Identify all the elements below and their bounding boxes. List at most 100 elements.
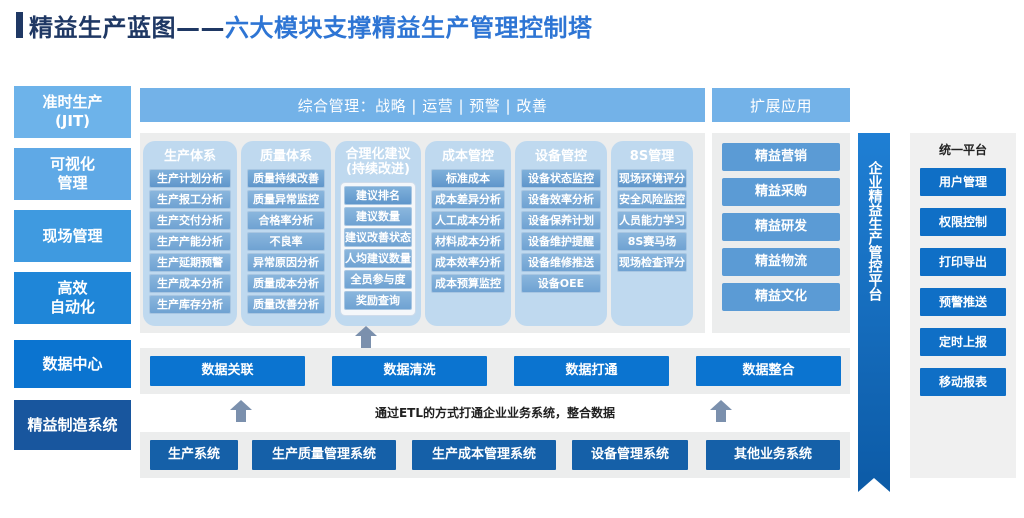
module-item[interactable]: 全员参与度 xyxy=(344,269,412,289)
extended-application-header: 扩展应用 xyxy=(712,88,850,122)
module-item[interactable]: 设备维修推送 xyxy=(521,252,601,272)
module-item[interactable]: 人员能力学习 xyxy=(617,210,687,230)
module-item[interactable]: 建议改善状态 xyxy=(344,227,412,247)
sidebar: 准时生产(JIT) 可视化管理现场管理高效自动化数据中心精益制造系统 xyxy=(14,86,131,460)
extended-application-list: 精益营销精益采购精益研发精益物流精益文化 xyxy=(712,133,850,311)
module-item-list: 质量持续改善质量异常监控合格率分析不良率异常原因分析质量成本分析质量改善分析 xyxy=(241,168,331,314)
module-columns: 生产体系生产计划分析生产报工分析生产交付分析生产产能分析生产延期预警生产成本分析… xyxy=(140,133,705,333)
extended-applications-panel: 精益营销精益采购精益研发精益物流精益文化 xyxy=(712,133,850,333)
business-system-item[interactable]: 设备管理系统 xyxy=(572,440,688,470)
module-item[interactable]: 设备OEE xyxy=(521,273,601,293)
module-item[interactable]: 成本预算监控 xyxy=(431,273,505,293)
module-item[interactable]: 不良率 xyxy=(247,231,325,251)
extended-application-item[interactable]: 精益研发 xyxy=(722,213,840,241)
sidebar-item[interactable]: 准时生产(JIT) xyxy=(14,86,131,138)
page-title-secondary: 六大模块支撑精益生产管理控制塔 xyxy=(225,13,593,42)
module-item[interactable]: 人工成本分析 xyxy=(431,210,505,230)
module-title: 质量体系 xyxy=(259,149,312,164)
module-item[interactable]: 设备效率分析 xyxy=(521,189,601,209)
unified-platform-panel: 统一平台 用户管理权限控制打印导出预警推送定时上报移动报表 xyxy=(910,133,1016,478)
module-item-list: 设备状态监控设备效率分析设备保养计划设备维护提醒设备维修推送设备OEE xyxy=(515,168,607,293)
module-item-list: 标准成本成本差异分析人工成本分析材料成本分析成本效率分析成本预算监控 xyxy=(425,168,511,293)
unified-platform-item[interactable]: 定时上报 xyxy=(920,328,1006,356)
module-item[interactable]: 成本差异分析 xyxy=(431,189,505,209)
business-system-item[interactable]: 生产成本管理系统 xyxy=(412,440,556,470)
extended-application-item[interactable]: 精益物流 xyxy=(722,248,840,276)
module-item[interactable]: 安全风险监控 xyxy=(617,189,687,209)
unified-platform-item[interactable]: 预警推送 xyxy=(920,288,1006,316)
module-title: 合理化建议(持续改进) xyxy=(345,147,411,177)
unified-platform-item[interactable]: 移动报表 xyxy=(920,368,1006,396)
business-system-item[interactable]: 生产质量管理系统 xyxy=(252,440,396,470)
sidebar-item[interactable]: 现场管理 xyxy=(14,210,131,262)
module-item[interactable]: 8S赛马场 xyxy=(617,231,687,251)
unified-platform-item[interactable]: 打印导出 xyxy=(920,248,1006,276)
unified-platform-title: 统一平台 xyxy=(938,143,987,157)
module-item[interactable]: 现场检查评分 xyxy=(617,252,687,272)
extended-application-item[interactable]: 精益采购 xyxy=(722,178,840,206)
sidebar-item[interactable]: 数据中心 xyxy=(14,340,131,388)
module-column: 设备管控设备状态监控设备效率分析设备保养计划设备维护提醒设备维修推送设备OEE xyxy=(515,141,607,326)
sidebar-item[interactable]: 可视化管理 xyxy=(14,148,131,200)
module-item[interactable]: 生产成本分析 xyxy=(149,273,231,293)
module-column: 质量体系质量持续改善质量异常监控合格率分析不良率异常原因分析质量成本分析质量改善… xyxy=(241,141,331,326)
module-item[interactable]: 人均建议数量 xyxy=(344,248,412,268)
module-item[interactable]: 现场环境评分 xyxy=(617,168,687,188)
module-item[interactable]: 合格率分析 xyxy=(247,210,325,230)
module-item[interactable]: 建议排名 xyxy=(344,185,412,205)
module-item[interactable]: 生产延期预警 xyxy=(149,252,231,272)
module-item[interactable]: 生产计划分析 xyxy=(149,168,231,188)
comprehensive-management-header: 综合管理：战略 | 运营 | 预警 | 改善 xyxy=(140,88,705,122)
page-title: 精益生产蓝图——六大模块支撑精益生产管理控制塔 xyxy=(0,8,593,42)
module-column: 成本管控标准成本成本差异分析人工成本分析材料成本分析成本效率分析成本预算监控 xyxy=(425,141,511,326)
extended-application-item[interactable]: 精益营销 xyxy=(722,143,840,171)
business-systems-row: 生产系统生产质量管理系统生产成本管理系统设备管理系统其他业务系统 xyxy=(140,432,850,478)
sidebar-item[interactable]: 精益制造系统 xyxy=(14,400,131,450)
module-column: 合理化建议(持续改进) 建议排名建议数量建议改善状态人均建议数量全员参与度奖励查询 xyxy=(335,141,421,326)
page-title-primary: 精益生产蓝图—— xyxy=(29,13,225,42)
module-item[interactable]: 材料成本分析 xyxy=(431,231,505,251)
etl-strip: 通过ETL的方式打通企业业务系统，整合数据 xyxy=(140,398,850,428)
data-center-item[interactable]: 数据打通 xyxy=(514,356,669,386)
module-item[interactable]: 生产产能分析 xyxy=(149,231,231,251)
unified-platform-item[interactable]: 权限控制 xyxy=(920,208,1006,236)
module-item[interactable]: 建议数量 xyxy=(344,206,412,226)
module-item[interactable]: 质量持续改善 xyxy=(247,168,325,188)
module-item[interactable]: 质量成本分析 xyxy=(247,273,325,293)
module-title: 生产体系 xyxy=(163,149,216,164)
module-item[interactable]: 奖励查询 xyxy=(344,290,412,310)
business-system-item[interactable]: 生产系统 xyxy=(150,440,238,470)
module-item[interactable]: 生产交付分析 xyxy=(149,210,231,230)
module-item[interactable]: 设备状态监控 xyxy=(521,168,601,188)
module-item[interactable]: 生产报工分析 xyxy=(149,189,231,209)
module-title: 8S管理 xyxy=(629,149,675,164)
module-item[interactable]: 设备维护提醒 xyxy=(521,231,601,251)
module-item[interactable]: 质量异常监控 xyxy=(247,189,325,209)
platform-ribbon: 企业精益生产管控平台 xyxy=(858,133,890,492)
data-center-item[interactable]: 数据整合 xyxy=(696,356,841,386)
module-item[interactable]: 异常原因分析 xyxy=(247,252,325,272)
unified-platform-item[interactable]: 用户管理 xyxy=(920,168,1006,196)
module-item[interactable]: 质量改善分析 xyxy=(247,294,325,314)
module-item[interactable]: 标准成本 xyxy=(431,168,505,188)
module-item[interactable]: 成本效率分析 xyxy=(431,252,505,272)
data-center-row: 数据关联数据清洗数据打通数据整合 xyxy=(140,348,850,394)
title-accent-bar xyxy=(16,12,23,38)
business-system-item[interactable]: 其他业务系统 xyxy=(706,440,840,470)
module-item[interactable]: 设备保养计划 xyxy=(521,210,601,230)
module-item[interactable]: 生产库存分析 xyxy=(149,294,231,314)
sidebar-item[interactable]: 高效自动化 xyxy=(14,272,131,324)
module-column: 生产体系生产计划分析生产报工分析生产交付分析生产产能分析生产延期预警生产成本分析… xyxy=(143,141,237,326)
platform-ribbon-label: 企业精益生产管控平台 xyxy=(866,161,883,301)
data-center-item[interactable]: 数据清洗 xyxy=(332,356,487,386)
module-item-list: 生产计划分析生产报工分析生产交付分析生产产能分析生产延期预警生产成本分析生产库存… xyxy=(143,168,237,314)
module-title: 设备管控 xyxy=(534,149,587,164)
module-item-list: 建议排名建议数量建议改善状态人均建议数量全员参与度奖励查询 xyxy=(340,181,416,316)
unified-platform-list: 用户管理权限控制打印导出预警推送定时上报移动报表 xyxy=(910,168,1016,396)
data-center-item[interactable]: 数据关联 xyxy=(150,356,305,386)
extended-application-item[interactable]: 精益文化 xyxy=(722,283,840,311)
module-title: 成本管控 xyxy=(441,149,494,164)
